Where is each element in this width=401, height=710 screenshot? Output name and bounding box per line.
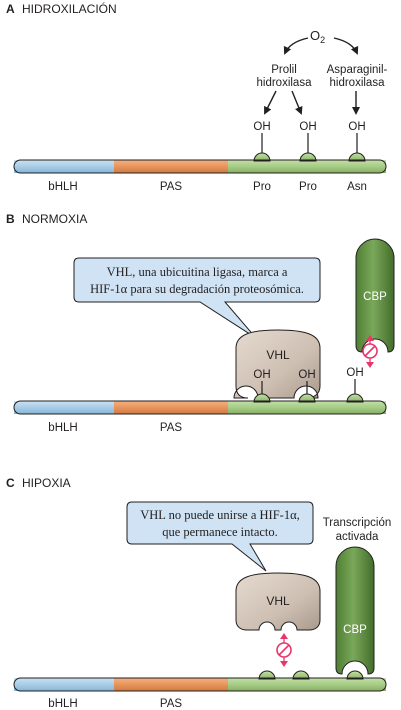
callout-hypoxia-line2: que permanece intacto.: [162, 525, 278, 539]
inhibition-arrowhead-down-c: [280, 661, 288, 667]
inhibition-symbol-b: [362, 335, 378, 368]
asparaginyl-hydroxylase-line1: Asparaginil-: [327, 64, 388, 76]
panel-a-letter: A: [6, 2, 15, 16]
bhlh-domain: [14, 160, 114, 173]
panel-c-letter: C: [6, 476, 15, 490]
panel-c: C HIPOXIA VHL no puede unirse a HIF-1α, …: [6, 476, 391, 710]
asparaginyl-hydroxylase-line2: hidroxilasa: [330, 77, 386, 89]
oh-asn: OH: [348, 121, 365, 133]
vhl-label-b: VHL: [266, 348, 290, 362]
cbp-label-c: CBP: [343, 624, 367, 636]
label-pas: PAS: [160, 698, 182, 710]
oh-vhl-2: OH: [298, 369, 315, 381]
oxygen-symbol: O: [310, 28, 320, 43]
oh-pro-2: OH: [299, 121, 316, 133]
inhibition-symbol-c: [276, 633, 292, 667]
pas-domain: [114, 160, 228, 173]
hif1a-bar-a: [13, 152, 387, 174]
label-bhlh: bHLH: [48, 422, 77, 434]
label-pro-2: Pro: [299, 181, 317, 193]
oh-pro-1: OH: [253, 121, 270, 133]
hif1a-bar-c: [13, 670, 387, 692]
label-bhlh: bHLH: [48, 698, 77, 710]
hif1a-bar-b: [13, 393, 387, 415]
label-asn: Asn: [347, 181, 367, 193]
prolyl-hydroxylase-line2: hidroxilasa: [257, 77, 313, 89]
prolyl-hydroxylase-line1: Prolil: [271, 64, 297, 76]
pas-domain: [114, 401, 228, 414]
callout-normoxia-bubble: [73, 257, 321, 339]
callout-hypoxia: VHL no puede unirse a HIF-1α, que perman…: [126, 501, 314, 572]
inhibition-arrowhead-up-c: [280, 633, 288, 639]
label-pas: PAS: [160, 422, 182, 434]
label-pro-1: Pro: [253, 181, 271, 193]
vhl-unbound: VHL: [235, 572, 321, 631]
bar-outline: [13, 400, 387, 415]
oh-vhl-1: OH: [253, 369, 270, 381]
panel-c-title: HIPOXIA: [22, 476, 71, 490]
transcription-line1: Transcripción: [323, 517, 392, 529]
cbp-body-b: [355, 238, 395, 353]
vhl-label-c: VHL: [266, 594, 290, 608]
vhl-bound: VHL OH OH: [233, 329, 321, 399]
oxygen-subscript: 2: [320, 35, 325, 45]
panel-a-title: HIDROXILACIÓN: [22, 1, 117, 16]
bhlh-domain: [14, 401, 114, 414]
inhibition-arrowhead-down-b: [366, 362, 374, 368]
inhibition-slash-c: [278, 644, 290, 656]
bhlh-domain: [14, 678, 114, 691]
panel-a: A HIDROXILACIÓN O2 Prolil hidroxilasa As…: [6, 1, 388, 193]
odd-domain: [228, 160, 386, 173]
odd-domain: [228, 401, 386, 414]
callout-hypoxia-line1: VHL no puede unirse a HIF-1α,: [140, 508, 300, 522]
bar-outline: [13, 677, 387, 692]
label-bhlh: bHLH: [48, 181, 77, 193]
cbp-body-c: [335, 546, 375, 675]
prolyl-arrow-left: [264, 90, 277, 115]
prolyl-arrow-right: [291, 90, 303, 115]
oxygen-arrow-right: [333, 37, 359, 55]
cbp-bound: CBP: [335, 546, 375, 675]
vhl-body: [233, 329, 321, 399]
oh-free-asn: OH: [346, 367, 363, 379]
oxygen-arrow-left: [283, 37, 309, 55]
callout-normoxia-line2: HIF-1α para su degradación proteosómica.: [90, 282, 304, 296]
vhl-body-c: [235, 572, 321, 631]
inhibition-slash-b: [364, 345, 376, 357]
panel-b-letter: B: [6, 212, 15, 226]
bar-outline: [13, 159, 387, 174]
callout-normoxia-line1: VHL, una ubicuitina ligasa, marca a: [107, 265, 288, 279]
panel-b: B NORMOXIA VHL, una ubicuitina ligasa, m…: [6, 212, 395, 434]
cbp-label-b: CBP: [363, 291, 387, 303]
odd-domain: [228, 678, 386, 691]
label-pas: PAS: [160, 181, 182, 193]
pas-domain: [114, 678, 228, 691]
oxygen-label: O2: [310, 28, 325, 45]
transcription-line2: activada: [336, 531, 379, 543]
inhibition-arrowhead-up-b: [366, 335, 374, 341]
cbp-unbound: CBP: [355, 238, 395, 353]
panel-b-title: NORMOXIA: [22, 212, 87, 226]
callout-hypoxia-bubble: [126, 501, 314, 572]
callout-normoxia: VHL, una ubicuitina ligasa, marca a HIF-…: [73, 257, 321, 339]
